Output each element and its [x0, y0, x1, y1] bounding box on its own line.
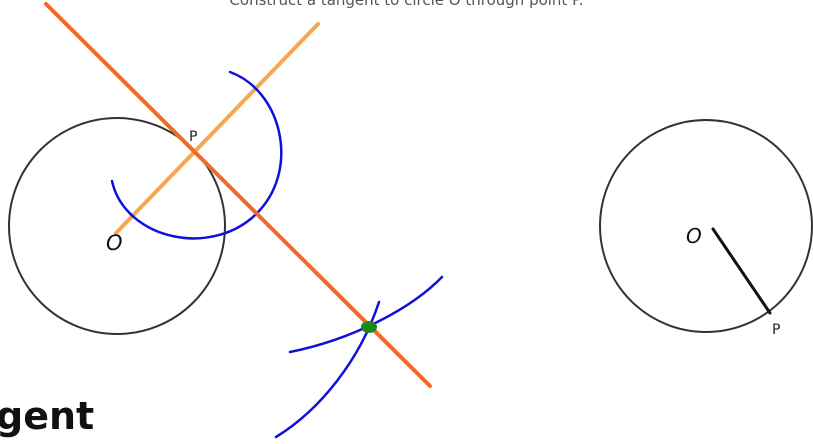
- intersection-point: [361, 321, 377, 333]
- construction-arc-p: [110, 70, 283, 240]
- right-point-label: P: [772, 322, 780, 338]
- construction-arc-upper: [288, 275, 444, 354]
- instruction-text: Construct a tangent to circle O through …: [229, 0, 584, 9]
- handwritten-note: gent: [0, 394, 94, 438]
- left-point-label: P: [189, 129, 197, 145]
- left-center-label: O: [106, 231, 123, 255]
- left-circle: [8, 117, 226, 335]
- right-center-label: O: [686, 224, 702, 248]
- right-circle: [599, 119, 813, 333]
- right-radius-line: [711, 227, 772, 315]
- radius-extension-line: [114, 22, 320, 235]
